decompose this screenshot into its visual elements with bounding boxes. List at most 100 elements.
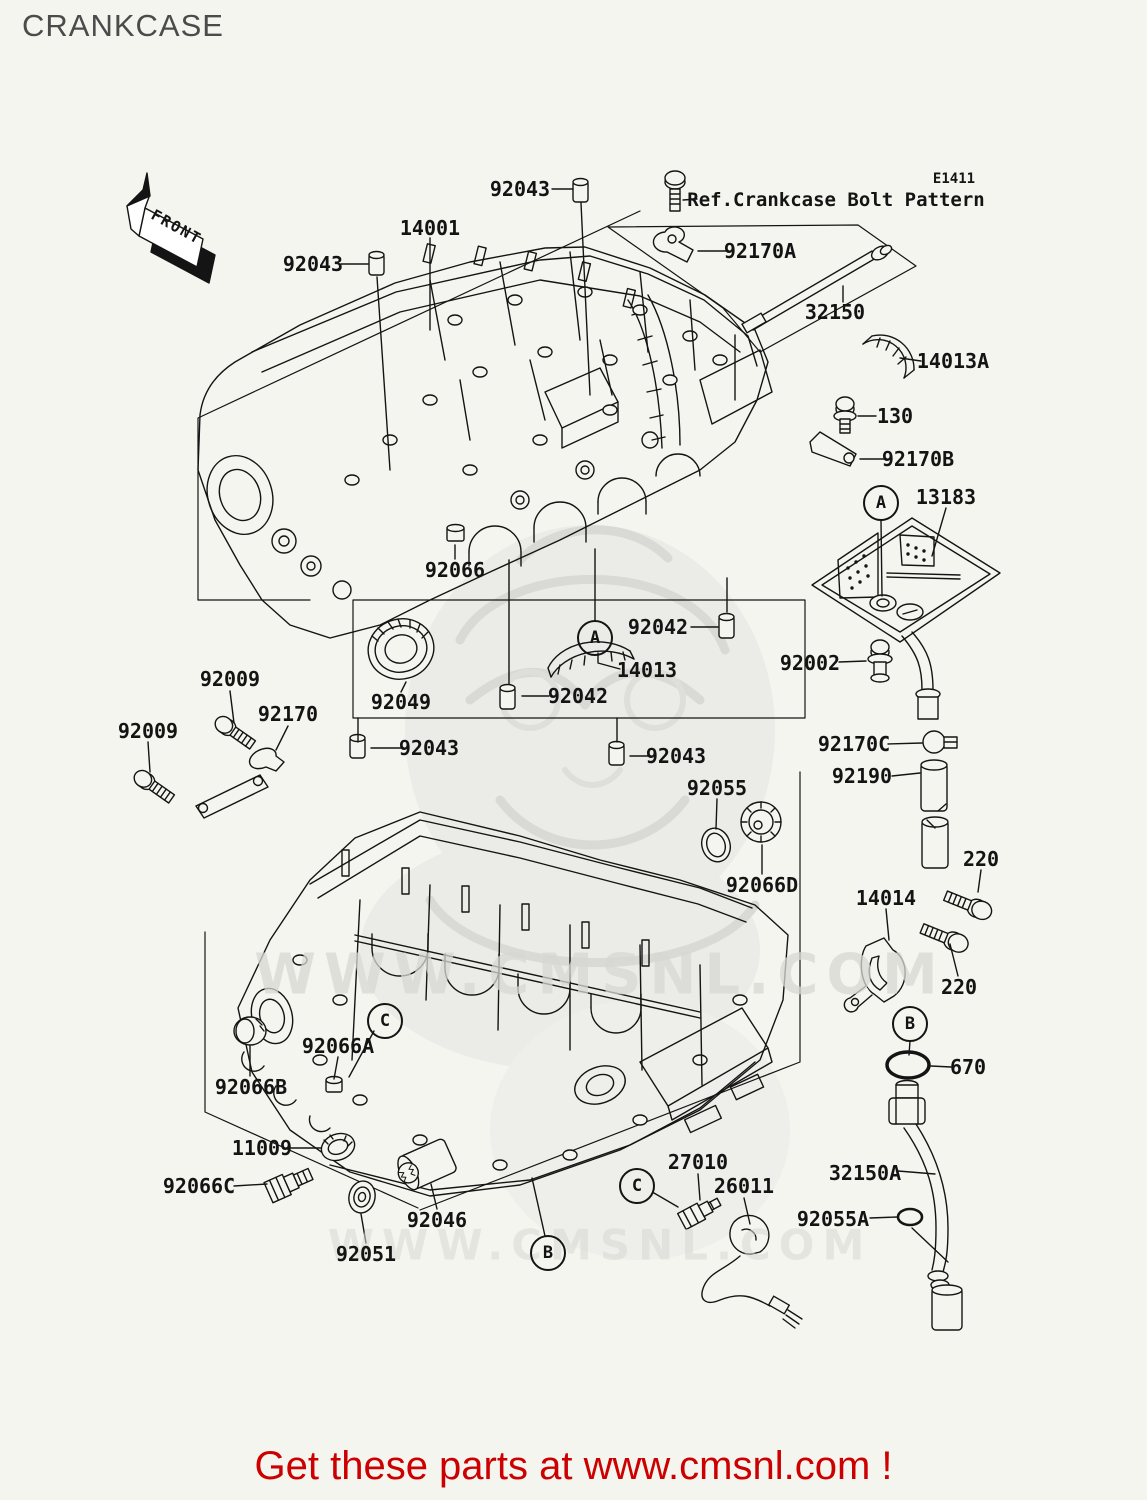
leader-line	[531, 1177, 546, 1237]
o-ring-670	[885, 1050, 931, 1080]
part-label-220-b: 220	[940, 975, 978, 999]
part-label-32150: 32150	[804, 300, 866, 324]
bracket-92170B	[809, 431, 857, 467]
part-label-92170B: 92170B	[881, 447, 955, 471]
leader-line	[891, 772, 921, 777]
lower-callout-left	[204, 931, 419, 1209]
part-label-27010: 27010	[667, 1150, 729, 1174]
part-label-92170: 92170	[257, 702, 319, 726]
bolt-220-a	[942, 890, 993, 921]
plug-92066	[446, 523, 465, 542]
leader-line	[743, 1197, 751, 1225]
part-label-92066C: 92066C	[162, 1174, 236, 1198]
part-label-92170C: 92170C	[817, 732, 891, 756]
part-label-32150A: 32150A	[828, 1161, 902, 1185]
plug-92066B	[233, 1016, 267, 1046]
leader-line	[275, 725, 289, 751]
leader-line	[233, 1183, 268, 1187]
leader-line	[682, 198, 698, 201]
dowel-pin-92043-left	[368, 250, 385, 276]
switch-27010	[676, 1197, 722, 1231]
watermark-text-2: WWW.CMSNL.COM	[327, 1220, 873, 1270]
ref-marker-A1: A	[863, 485, 899, 521]
bolt-92009-a	[214, 715, 257, 750]
lead-26011	[701, 1214, 803, 1329]
part-label-92042-a: 92042	[627, 615, 689, 639]
cam-chain-tunnel	[627, 294, 681, 449]
leader-line	[838, 660, 867, 663]
part-label-92043-d: 92043	[645, 744, 707, 768]
leader-line	[348, 1030, 375, 1078]
clamp-92170A	[652, 226, 694, 263]
strap-92170	[195, 747, 285, 819]
o-ring-92055A	[896, 1207, 924, 1227]
footer-banner: Get these parts at www.cmsnl.com !	[254, 1444, 893, 1488]
ring-11009	[320, 1132, 356, 1162]
ref-bolt-icon	[664, 170, 686, 212]
leader-line	[880, 520, 883, 597]
part-label-92066: 92066	[424, 558, 486, 582]
part-label-14013: 14013	[616, 658, 678, 682]
part-glyphs	[133, 170, 1001, 1331]
part-label-92043-c: 92043	[398, 736, 460, 760]
leader-line	[580, 202, 591, 396]
part-label-92051: 92051	[335, 1242, 397, 1266]
leader-line	[697, 1173, 701, 1201]
part-label-92002: 92002	[779, 651, 841, 675]
plug-92066D	[740, 801, 782, 843]
bolt-92002	[867, 639, 893, 683]
part-label-92066D: 92066D	[725, 873, 799, 897]
page-title: CRANKCASE	[22, 8, 224, 43]
plug-92066C	[263, 1167, 314, 1204]
leader-line	[360, 1213, 367, 1244]
leader-line	[400, 681, 407, 693]
part-label-92049: 92049	[370, 690, 432, 714]
bearing-shell-14013A	[862, 331, 916, 380]
dowel-pin-92043-top	[572, 177, 589, 203]
part-label-92046: 92046	[406, 1208, 468, 1232]
oil-seal-92049	[367, 618, 435, 680]
part-label-92055A: 92055A	[796, 1207, 870, 1231]
part-label-92043-top: 92043	[489, 177, 551, 201]
ref-marker-B1: B	[892, 1006, 928, 1042]
part-label-92190: 92190	[831, 764, 893, 788]
shift-fork-14014	[843, 937, 906, 1013]
dowel-pin-92042-b	[499, 683, 516, 710]
leader-line	[147, 741, 151, 773]
bushing-92046	[397, 1138, 457, 1191]
hose-92190	[920, 759, 949, 869]
seal-callout-box	[352, 599, 806, 719]
upper-callout-polyline	[197, 210, 641, 601]
ref-marker-A2: A	[577, 620, 613, 656]
dowel-pin-92042-a	[718, 612, 735, 639]
watermark-logo	[360, 525, 790, 1260]
part-label-130: 130	[876, 404, 914, 428]
lower-callout-right	[419, 771, 801, 1211]
part-label-14001: 14001	[399, 216, 461, 240]
leader-line	[885, 908, 890, 941]
leader-line	[715, 798, 718, 830]
part-label-92009-a: 92009	[199, 667, 261, 691]
watermark-text-1: WWW.CMSNL.COM	[254, 942, 946, 1008]
bolt-130	[833, 396, 857, 434]
part-label-11009: 11009	[231, 1136, 293, 1160]
part-label-92066B: 92066B	[214, 1075, 288, 1099]
oil-screen-13183	[811, 517, 1001, 720]
leader-line	[897, 1170, 936, 1175]
part-label-26011: 26011	[713, 1174, 775, 1198]
part-label-13183: 13183	[915, 485, 977, 509]
hose-clamp-92170C	[922, 730, 958, 754]
leader-line	[887, 742, 923, 745]
ref-marker-B2: B	[530, 1235, 566, 1271]
dowel-pin-92043-d	[608, 740, 625, 766]
leader-line	[899, 357, 922, 362]
part-label-92170A: 92170A	[723, 239, 797, 263]
part-label-14013A: 14013A	[916, 349, 990, 373]
bolt-92009-b	[133, 769, 176, 804]
leader-line	[930, 1065, 952, 1068]
part-label-92009-b: 92009	[117, 719, 179, 743]
part-label-92043-left: 92043	[282, 252, 344, 276]
part-label-92066A: 92066A	[301, 1034, 375, 1058]
